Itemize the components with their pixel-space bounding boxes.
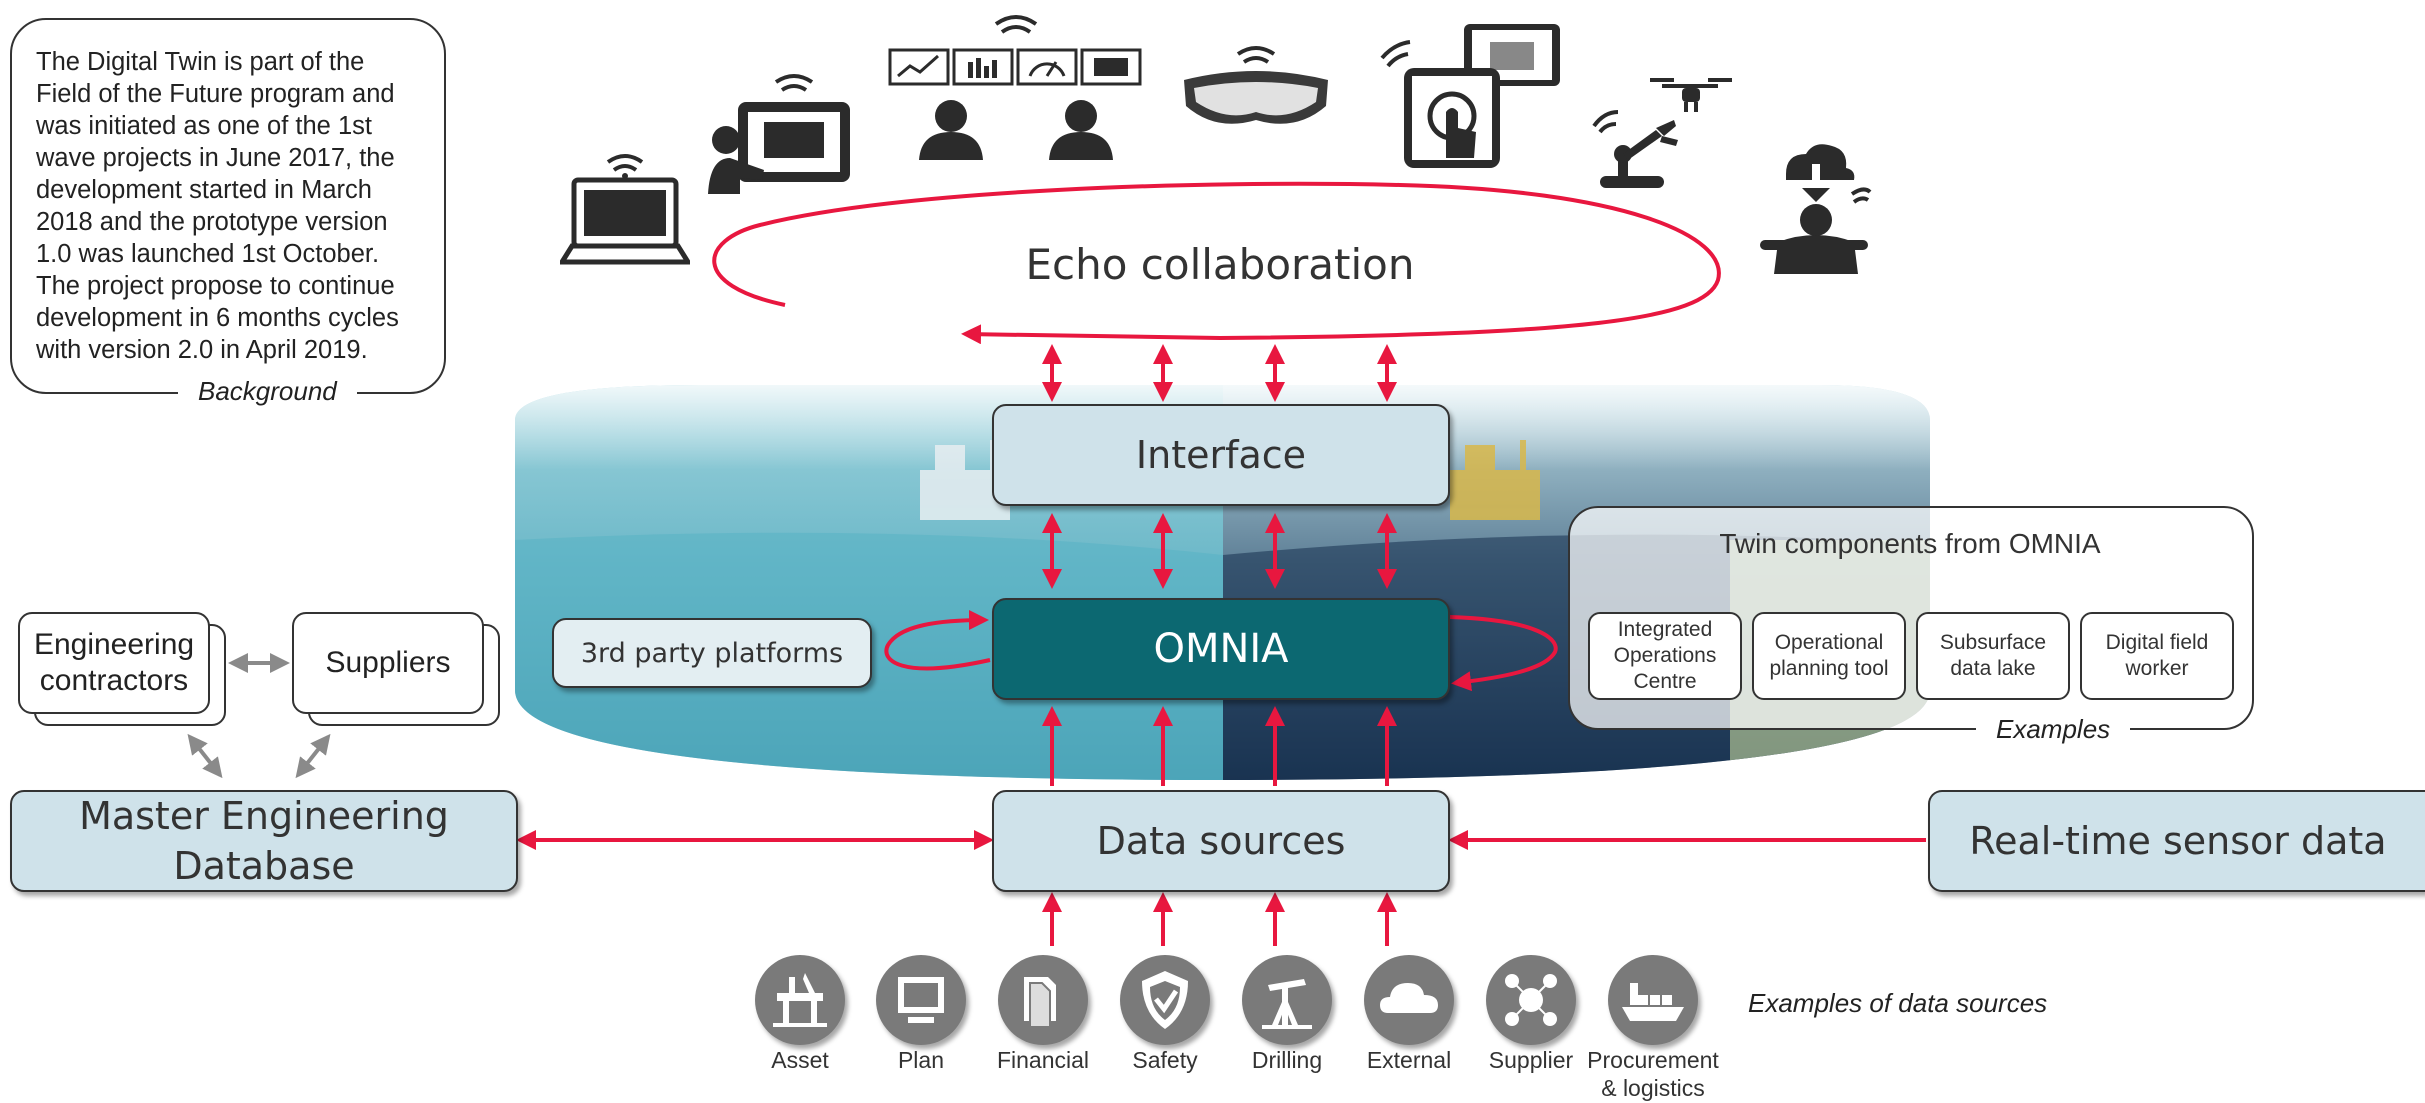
third-party-platforms-box: 3rd party platforms bbox=[552, 618, 872, 688]
procurement-source-icon bbox=[1608, 955, 1698, 1045]
source-label-procurement: Procurement & logistics bbox=[1587, 1047, 1719, 1101]
third-party-platforms-label: 3rd party platforms bbox=[580, 637, 844, 669]
supplier-source-icon bbox=[1486, 955, 1576, 1045]
source-label-external: External bbox=[1366, 1047, 1452, 1073]
component-subsurface-data-lake: Subsurface data lake bbox=[1916, 612, 2070, 700]
twin-components-title: Twin components from OMNIA bbox=[1719, 528, 2101, 559]
background-box bbox=[10, 18, 446, 394]
financial-source-icon bbox=[998, 955, 1088, 1045]
master-engineering-database-label: Master Engineering Database bbox=[79, 794, 449, 888]
source-label-drilling: Drilling bbox=[1251, 1047, 1323, 1073]
omnia-label: OMNIA bbox=[1153, 626, 1289, 672]
source-label-safety: Safety bbox=[1132, 1047, 1198, 1073]
component-operational-planning-tool: Operational planning tool bbox=[1752, 612, 1906, 700]
presenter-screen-icon bbox=[708, 74, 850, 194]
drilling-source-icon bbox=[1242, 955, 1332, 1045]
examples-tag: Examples bbox=[1976, 714, 2131, 745]
real-time-sensor-data-label: Real-time sensor data bbox=[1969, 819, 2387, 863]
interface-label: Interface bbox=[1135, 433, 1307, 477]
engineering-contractors-box: Engineering contractors bbox=[18, 612, 210, 714]
field-worker-download-icon bbox=[1760, 144, 1872, 274]
examples-of-data-sources-caption: Examples of data sources bbox=[1748, 988, 2048, 1018]
dashboard-users-icon bbox=[888, 15, 1142, 160]
component-integrated-operations-centre: Integrated Operations Centre bbox=[1588, 612, 1742, 700]
robot-drone-icon bbox=[1592, 78, 1732, 188]
source-label-asset: Asset bbox=[771, 1047, 829, 1073]
omnia-orbit-left bbox=[884, 610, 991, 671]
real-time-sensor-data-box: Real-time sensor data bbox=[1928, 790, 2425, 892]
echo-collaboration-ellipse bbox=[712, 181, 1721, 345]
background-text: The Digital Twin is part of the Field of… bbox=[36, 48, 399, 364]
safety-source-icon bbox=[1120, 955, 1210, 1045]
echo-collaboration-label: Echo collaboration bbox=[1025, 240, 1415, 289]
data-sources-label: Data sources bbox=[1096, 819, 1346, 863]
engineering-contractors-label: Engineering contractors bbox=[33, 628, 195, 697]
external-source-icon bbox=[1364, 955, 1454, 1045]
source-label-plan: Plan bbox=[897, 1047, 945, 1073]
plan-source-icon bbox=[876, 955, 966, 1045]
background-tag: Background bbox=[178, 376, 357, 407]
interface-box: Interface bbox=[992, 404, 1450, 506]
source-label-supplier: Supplier bbox=[1488, 1047, 1574, 1073]
tablet-touch-icon bbox=[1380, 24, 1560, 168]
omnia-box: OMNIA bbox=[992, 598, 1450, 700]
suppliers-label: Suppliers bbox=[325, 646, 451, 679]
ar-headset-icon bbox=[1184, 46, 1328, 124]
master-engineering-database-box: Master Engineering Database bbox=[10, 790, 518, 892]
asset-source-icon bbox=[755, 955, 845, 1045]
laptop-icon bbox=[560, 154, 690, 265]
source-label-financial: Financial bbox=[996, 1047, 1090, 1073]
omnia-orbit-right bbox=[1449, 615, 1558, 692]
suppliers-box: Suppliers bbox=[292, 612, 484, 714]
component-digital-field-worker: Digital field worker bbox=[2080, 612, 2234, 700]
data-sources-box: Data sources bbox=[992, 790, 1450, 892]
